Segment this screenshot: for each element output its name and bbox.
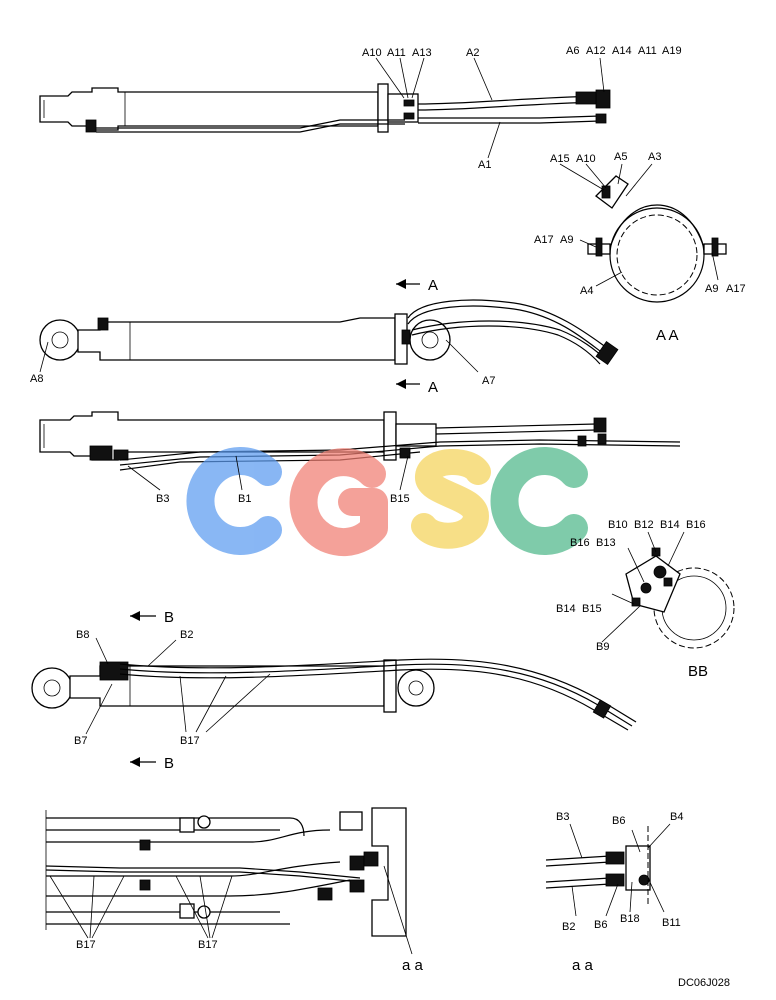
- label-a7: A7: [482, 375, 495, 387]
- label-a10-aa: A10: [576, 153, 596, 165]
- label-a3: A3: [648, 151, 661, 163]
- cylinder-view-3: [39, 411, 681, 471]
- label-b1: B1: [238, 493, 251, 505]
- label-b16: B16: [570, 537, 590, 549]
- cylinder-view-1: [39, 83, 611, 133]
- label-b14: B14: [556, 603, 576, 615]
- cgsc-watermark: [186, 447, 588, 557]
- section-arrow-b-top: B: [164, 609, 174, 626]
- label-b14-top: B14: [660, 519, 680, 531]
- section-label-aa-lower-right: a a: [572, 957, 594, 974]
- label-b3: B3: [156, 493, 169, 505]
- section-label-aa-lower-left: a a: [402, 957, 424, 974]
- watermark-letter-c2: [490, 447, 588, 555]
- label-b16-top: B16: [686, 519, 706, 531]
- section-label-bb: BB: [688, 663, 708, 680]
- enlarged-view-aa: [45, 807, 407, 937]
- label-b11: B11: [662, 917, 681, 929]
- label-b10: B10: [608, 519, 628, 531]
- label-b9: B9: [596, 641, 609, 653]
- label-a5: A5: [614, 151, 627, 163]
- label-a1: A1: [478, 159, 491, 171]
- cylinder-view-4: [31, 611, 637, 767]
- part-labels: A10 A11 A13 A2 A6 A12 A14 A11 A19 A1 A15…: [30, 45, 746, 989]
- section-arrow-b-bottom: B: [164, 755, 174, 772]
- label-b17-view4: B17: [180, 735, 200, 747]
- label-a12: A12: [586, 45, 606, 57]
- label-a11-top: A11: [638, 45, 657, 57]
- section-arrow-a-bottom: A: [428, 379, 438, 396]
- clamp-detail-aa: [587, 175, 727, 303]
- label-a11: A11: [387, 47, 406, 59]
- label-a2: A2: [466, 47, 479, 59]
- cylinder-view-2: [39, 279, 619, 389]
- label-a14: A14: [612, 45, 632, 57]
- watermark-letter-g: [289, 448, 388, 557]
- label-b4: B4: [670, 811, 683, 823]
- label-b15: B15: [582, 603, 602, 615]
- label-a9-right: A9: [705, 283, 718, 295]
- watermark-letter-c1: [186, 447, 282, 555]
- label-b6-bottom: B6: [594, 919, 607, 931]
- label-a13: A13: [412, 47, 432, 59]
- watermark-letter-s: [411, 448, 491, 549]
- label-a9-left: A9: [560, 234, 573, 246]
- label-a17-right: A17: [726, 283, 746, 295]
- block-detail-bb: [625, 547, 735, 649]
- label-b12: B12: [634, 519, 654, 531]
- label-a4: A4: [580, 285, 593, 297]
- label-b18: B18: [620, 913, 640, 925]
- label-a8: A8: [30, 373, 43, 385]
- label-b15-top: B15: [390, 493, 410, 505]
- label-b2: B2: [180, 629, 193, 641]
- label-b8: B8: [76, 629, 89, 641]
- label-a6: A6: [566, 45, 579, 57]
- drawing-code: DC06J028: [678, 977, 730, 989]
- label-b7: B7: [74, 735, 87, 747]
- label-a17-left: A17: [534, 234, 554, 246]
- label-b17-right: B17: [198, 939, 218, 951]
- label-b6-top: B6: [612, 815, 625, 827]
- leader-lines: [39, 57, 719, 955]
- label-b2-detail: B2: [562, 921, 575, 933]
- label-b17-left: B17: [76, 939, 96, 951]
- section-arrow-a-top: A: [428, 277, 438, 294]
- label-b13: B13: [596, 537, 616, 549]
- label-a15: A15: [550, 153, 570, 165]
- label-a10: A10: [362, 47, 382, 59]
- fitting-detail-aa: [545, 826, 651, 904]
- section-label-aa: A A: [656, 327, 679, 344]
- label-a19: A19: [662, 45, 682, 57]
- label-b3-detail: B3: [556, 811, 569, 823]
